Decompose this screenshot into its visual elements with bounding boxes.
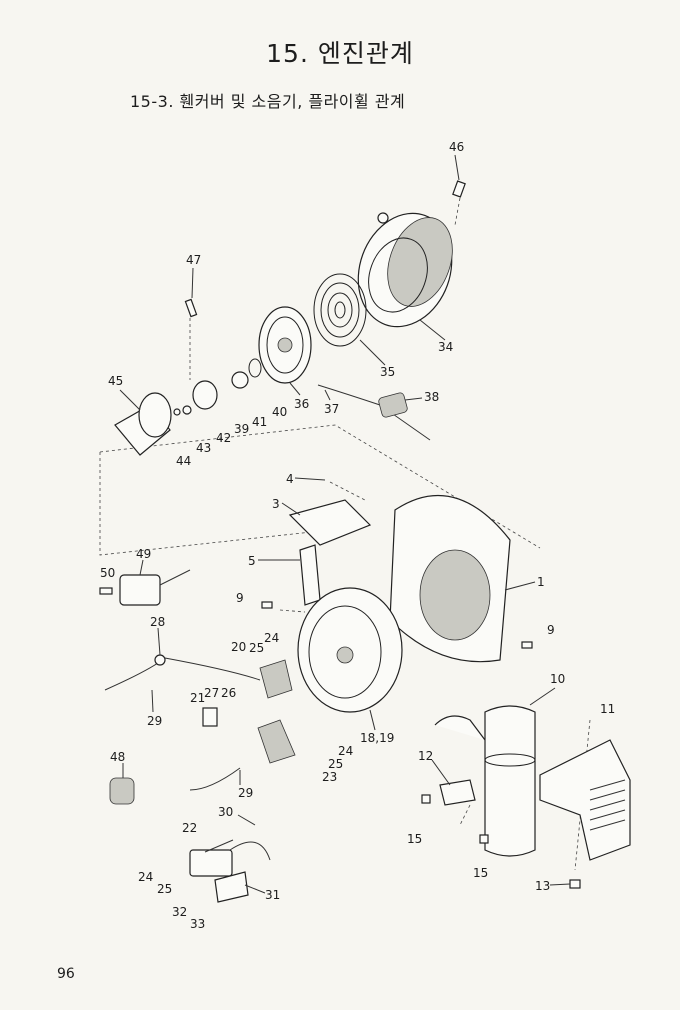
callout-30: 30	[218, 805, 233, 819]
starter-cup-part-45	[114, 392, 172, 456]
coil-part-23	[189, 719, 296, 791]
callout-25a: 25	[249, 641, 264, 655]
callout-44: 44	[176, 454, 191, 468]
ignition-part-49	[119, 569, 191, 606]
wire-part-28	[104, 654, 261, 691]
callout-25b: 25	[328, 757, 343, 771]
muffler-part-10	[434, 705, 536, 857]
callout-22: 22	[182, 821, 197, 835]
flywheel-part-18-19	[297, 587, 403, 713]
callout-26: 26	[221, 686, 236, 700]
callout-32: 32	[172, 905, 187, 919]
callout-49: 49	[136, 547, 151, 561]
callout-48: 48	[110, 750, 125, 764]
callout-27: 27	[204, 686, 219, 700]
assembly-dashed-lines	[99, 197, 591, 871]
callout-34: 34	[438, 340, 453, 354]
bolt-part-47	[184, 298, 198, 318]
callout-labels: 46 47 34 35 45 36 38 44 43 42 39 41 40 3…	[100, 140, 615, 931]
callout-5: 5	[248, 554, 256, 568]
callout-38: 38	[424, 390, 439, 404]
module-part-22	[189, 841, 271, 903]
clamp-part-12	[439, 779, 476, 806]
callout-21: 21	[190, 691, 205, 705]
callout-10: 10	[550, 672, 565, 686]
callout-29b: 29	[238, 786, 253, 800]
sensor-part-21	[202, 707, 218, 727]
callout-4: 4	[286, 472, 294, 486]
heat-shield-part-11	[539, 739, 631, 861]
callout-42: 42	[216, 431, 231, 445]
starter-rope-part-37	[317, 384, 431, 441]
callout-12: 12	[418, 749, 433, 763]
pickup-part-20	[259, 659, 293, 699]
callout-28: 28	[150, 615, 165, 629]
section-title: 15-3. 휀커버 및 소음기, 플라이휠 관계	[130, 92, 406, 111]
callout-9b: 9	[547, 623, 555, 637]
callout-1: 1	[537, 575, 545, 589]
pulley-part-36	[258, 306, 312, 384]
page-title: 15. 엔진관계	[266, 39, 414, 68]
callout-47: 47	[186, 253, 201, 267]
callout-25c: 25	[157, 882, 172, 896]
callout-45: 45	[108, 374, 123, 388]
callout-9a: 9	[236, 591, 244, 605]
fan-cover-part-34	[357, 212, 453, 328]
bolt-part-46	[452, 180, 466, 198]
callout-13: 13	[535, 879, 550, 893]
leader-lines	[119, 154, 571, 894]
spring-part-35	[313, 273, 367, 347]
callout-18-19: 18,19	[360, 731, 394, 745]
callout-11: 11	[600, 702, 615, 716]
callout-41: 41	[252, 415, 267, 429]
callout-20: 20	[231, 640, 246, 654]
callout-33: 33	[190, 917, 205, 931]
callout-36: 36	[294, 397, 309, 411]
callout-3: 3	[272, 497, 280, 511]
callout-50: 50	[100, 566, 115, 580]
callout-39: 39	[234, 422, 249, 436]
callout-23: 23	[322, 770, 337, 784]
callout-15a: 15	[407, 832, 422, 846]
fan-housing-part-1	[389, 494, 511, 663]
callout-29a: 29	[147, 714, 162, 728]
callout-35: 35	[380, 365, 395, 379]
callout-46: 46	[449, 140, 464, 154]
callout-31: 31	[265, 888, 280, 902]
screws	[99, 587, 581, 889]
page-number: 96	[57, 966, 75, 982]
part-48	[109, 777, 135, 805]
callout-24c: 24	[138, 870, 153, 884]
callout-24b: 24	[338, 744, 353, 758]
callout-37: 37	[324, 402, 339, 416]
washers-parts-39-44	[173, 358, 262, 416]
callout-24a: 24	[264, 631, 279, 645]
callout-40: 40	[272, 405, 287, 419]
callout-43: 43	[196, 441, 211, 455]
callout-15b: 15	[473, 866, 488, 880]
